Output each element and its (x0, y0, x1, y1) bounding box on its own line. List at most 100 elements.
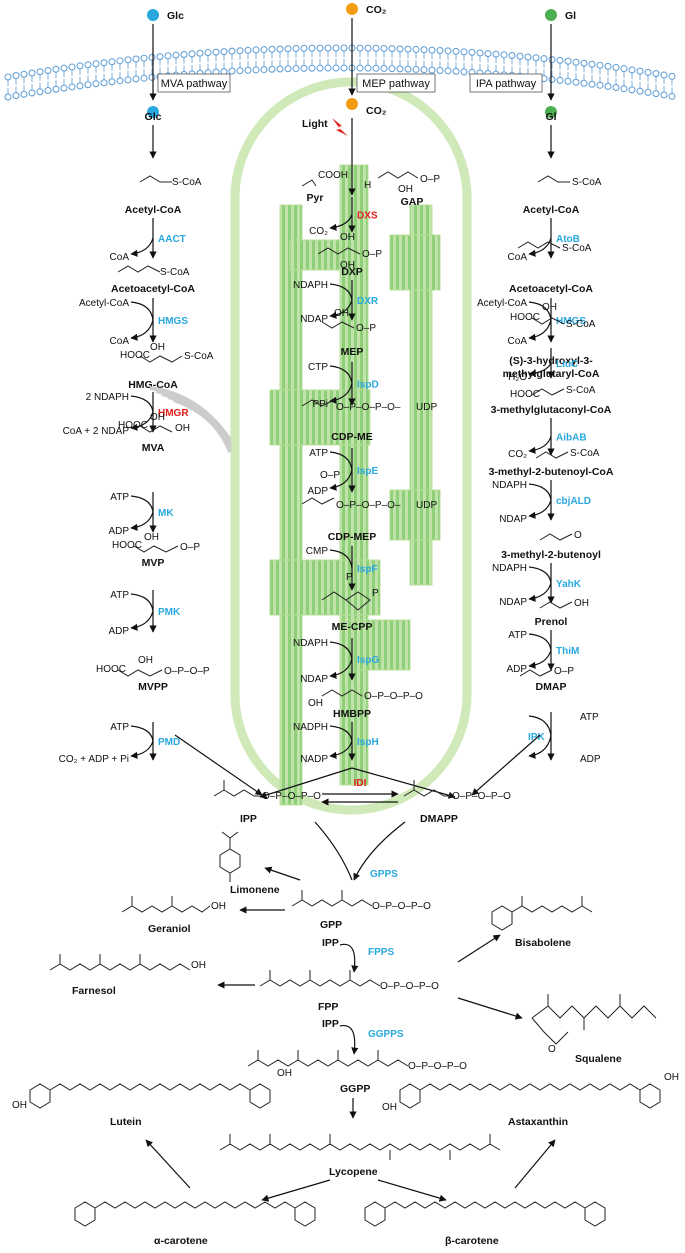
lutein-ho-left: OH (12, 1100, 27, 1111)
mva-col-cofactor-out-0: CoA (110, 252, 130, 263)
membrane-head-inner-37 (300, 64, 308, 72)
membrane-head-outer-30 (244, 46, 252, 54)
mva-col-node-m3: HMG-CoA (128, 379, 178, 391)
dxp-oh-2: OH (340, 260, 355, 271)
membrane-head-inner-72 (580, 79, 588, 87)
membrane-head-inner-29 (236, 67, 244, 75)
mep-col-side-0-out (329, 214, 353, 231)
gap-phosphate: O–P (420, 174, 440, 185)
mvp-phosphate: O–P (180, 542, 200, 553)
co2-dot-inside (346, 98, 358, 110)
mva-hooc: HOOC (118, 420, 148, 431)
gpp-label: GPP (320, 919, 342, 931)
mep-col-cofactor-out-0: CO₂ (309, 226, 328, 237)
mep-to-ipp-arrow (259, 767, 353, 799)
ipa-col-cofactor-out-3: CO₂ (508, 449, 527, 460)
mep-col-cofactor-in-1: NDAPH (293, 280, 328, 291)
mva-pathway-title: MVA pathway (157, 73, 231, 93)
membrane-head-inner-35 (284, 65, 292, 73)
membrane-head-inner-34 (276, 65, 284, 73)
mep-col-node-e1a: Pyr (307, 192, 324, 204)
gap-oh: OH (398, 184, 413, 195)
ipa-col-cofactor-in-6: ATP (508, 630, 527, 641)
membrane-head-outer-62 (500, 51, 508, 59)
membrane-head-outer-0 (4, 73, 12, 81)
ipa-mgc-scoa: S-CoA (566, 385, 596, 396)
mva-acetoacetyl-scoa: S-CoA (160, 267, 190, 278)
membrane-head-inner-78 (628, 86, 636, 94)
membrane-head-outer-9 (76, 62, 84, 70)
svg-text:MEP pathway: MEP pathway (362, 78, 430, 90)
membrane-head-outer-3 (28, 69, 36, 77)
ipa-col-side-1-out (528, 319, 552, 341)
mep-col-enzyme-IspF: IspF (357, 564, 378, 575)
squalene-label: Squalene (575, 1053, 622, 1065)
membrane-head-outer-54 (436, 46, 444, 54)
mep-col-cofactor-in-4: CMP (306, 546, 329, 557)
squalene-structure (531, 994, 657, 1045)
membrane-head-inner-13 (108, 78, 116, 86)
mep-col-cofactor-in-3: ATP (309, 448, 328, 459)
membrane-head-outer-77 (620, 65, 628, 73)
membrane-head-outer-44 (356, 44, 364, 52)
membrane-head-outer-16 (132, 55, 140, 63)
ipa-pathway-title: IPA pathway (469, 73, 543, 93)
membrane-head-inner-14 (116, 77, 124, 85)
geraniol-structure (121, 896, 211, 913)
dxp-phosphate: O–P (362, 249, 382, 260)
hmbpp-oh: OH (308, 698, 323, 709)
mva-col-node-m4: MVA (142, 442, 165, 454)
mva-two-times-prefix: 2 × (98, 0, 112, 3)
mep-col-node-e6: ME-CPP (332, 621, 373, 633)
mva-col-cofactor-out-1: CoA (110, 336, 130, 347)
mva-col-side-4-in (130, 593, 154, 612)
ipa-hmg-scoa: S-CoA (566, 319, 596, 330)
fpp-phosphates: O–P–O–P–O (380, 981, 439, 992)
membrane-head-outer-14 (116, 57, 124, 65)
mva-pathway: GlcAcetyl-CoAAcetoacetyl-CoAHMG-CoAMVAMV… (59, 0, 232, 765)
membrane-head-inner-0 (4, 93, 12, 101)
mva-col-enzyme-AACT: AACT (158, 234, 186, 245)
co2-dot-outside (346, 3, 358, 15)
membrane-head-outer-29 (236, 47, 244, 55)
membrane-head-outer-1 (12, 72, 20, 80)
ipa-col-node-i1: Acetyl-CoA (523, 204, 580, 216)
membrane-head-outer-78 (628, 66, 636, 74)
ipa-col-cofactor-out-7: ADP (580, 754, 601, 765)
limonene-structure (219, 831, 241, 882)
ipa-mbcoa-structure (535, 451, 569, 459)
ipa-col-enzyme-cbjALD: cbjALD (556, 496, 591, 507)
membrane-head-outer-47 (380, 44, 388, 52)
membrane-head-outer-20 (164, 52, 172, 60)
ipa-col-cofactor-out-6: ADP (506, 664, 527, 675)
fpp-to-squalene-arrow (457, 997, 523, 1020)
mep-col-cofactor-out-1: NDAP (300, 314, 328, 325)
lycopene-to-alpha-arrow (261, 1179, 331, 1202)
mep-col-enzyme-IspE: IspE (357, 466, 378, 477)
membrane-head-outer-34 (276, 45, 284, 53)
farnesol-oh: OH (191, 960, 206, 971)
mva-col-side-5-in (130, 725, 154, 742)
fpp-structure (259, 970, 381, 987)
ipa-col-side-4-in (528, 483, 552, 501)
mvpp-hooc: HOOC (96, 664, 126, 675)
membrane-head-outer-6 (52, 65, 60, 73)
ipa-acetylcoa-scoa: S-CoA (572, 177, 602, 188)
membrane-head-outer-31 (252, 46, 260, 54)
membrane-head-outer-66 (532, 54, 540, 62)
mep-col-cofactor-out-5: NDAP (300, 674, 328, 685)
membrane-head-outer-39 (316, 44, 324, 52)
ipa-hmg-oh: OH (542, 302, 557, 313)
geraniol-oh: OH (211, 901, 226, 912)
membrane-head-outer-55 (444, 47, 452, 55)
geraniol-label: Geraniol (148, 923, 191, 935)
membrane-head-inner-30 (244, 66, 252, 74)
membrane-head-inner-9 (76, 82, 84, 90)
cdpmep-structure (301, 497, 335, 505)
mep-col-node-e2: DXP (341, 266, 363, 278)
lycopene-to-beta-arrow (377, 1179, 447, 1202)
mep-col-side-1-out (329, 299, 353, 319)
ipa-col-cofactor-out-4: NDAP (499, 514, 527, 525)
